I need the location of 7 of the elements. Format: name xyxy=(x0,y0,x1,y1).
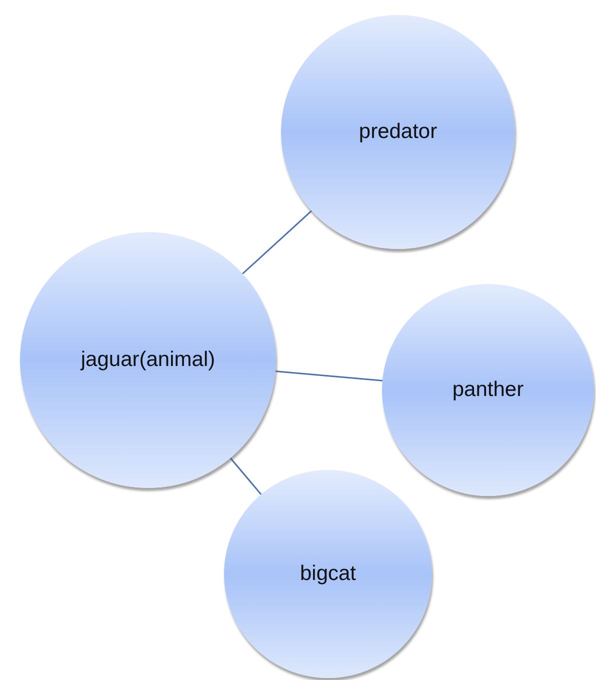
connector-line xyxy=(275,370,382,382)
node-label: bigcat xyxy=(298,561,358,587)
connector-line xyxy=(242,210,312,274)
node-label: predator xyxy=(358,119,438,145)
node-label: jaguar(animal) xyxy=(79,347,216,373)
node-label: panther xyxy=(451,377,525,403)
connector-line xyxy=(230,457,262,495)
